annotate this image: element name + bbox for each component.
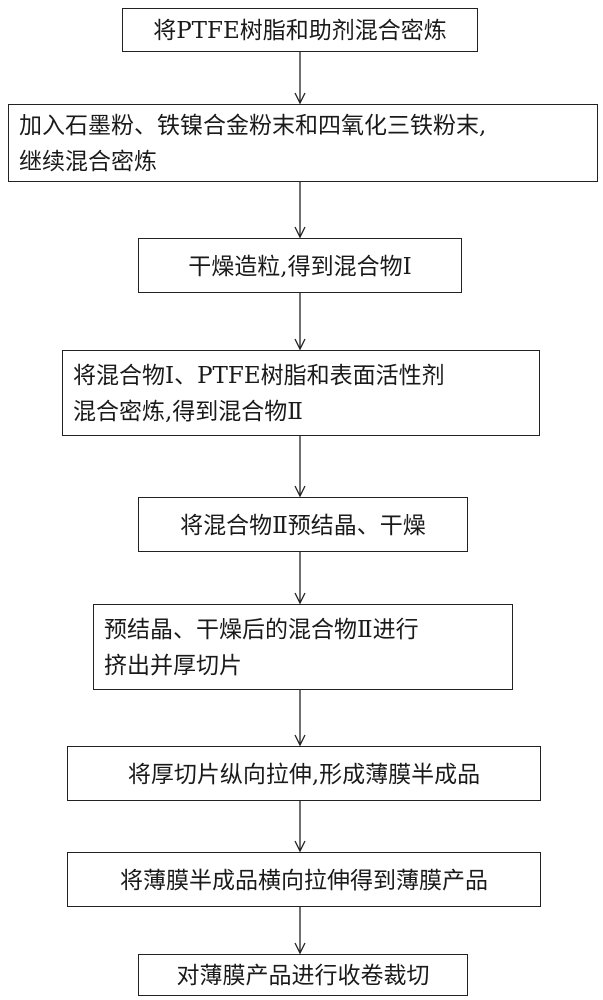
step-7-text: 将厚切片纵向拉伸,形成薄膜半成品 bbox=[78, 757, 530, 793]
step-3-box: 干燥造粒,得到混合物Ⅰ bbox=[138, 238, 462, 293]
step-2-text-line-1: 加入石墨粉、铁镍合金粉末和四氧化三铁粉末, bbox=[19, 108, 587, 144]
step-8-text: 将薄膜半成品横向拉伸得到薄膜产品 bbox=[78, 863, 530, 899]
step-5-box: 将混合物Ⅱ预结晶、干燥 bbox=[138, 497, 468, 552]
step-4-text-line-2: 混合密炼,得到混合物Ⅱ bbox=[73, 394, 529, 430]
step-4-text-line-1: 将混合物Ⅰ、PTFE树脂和表面活性剂 bbox=[73, 358, 529, 394]
step-1-text: 将PTFE树脂和助剂混合密炼 bbox=[133, 13, 467, 49]
step-5-text: 将混合物Ⅱ预结晶、干燥 bbox=[149, 508, 457, 544]
step-8-box: 将薄膜半成品横向拉伸得到薄膜产品 bbox=[67, 852, 541, 907]
step-9-box: 对薄膜产品进行收卷裁切 bbox=[138, 954, 468, 996]
step-2-text-line-2: 继续混合密炼 bbox=[19, 144, 587, 180]
step-7-box: 将厚切片纵向拉伸,形成薄膜半成品 bbox=[67, 746, 541, 801]
step-6-text-line-2: 挤出并厚切片 bbox=[104, 648, 502, 684]
step-4-box: 将混合物Ⅰ、PTFE树脂和表面活性剂 混合密炼,得到混合物Ⅱ bbox=[62, 350, 540, 436]
step-6-text-line-1: 预结晶、干燥后的混合物Ⅱ进行 bbox=[104, 612, 502, 648]
step-3-text: 干燥造粒,得到混合物Ⅰ bbox=[149, 249, 451, 285]
step-9-text: 对薄膜产品进行收卷裁切 bbox=[149, 958, 457, 994]
step-2-box: 加入石墨粉、铁镍合金粉末和四氧化三铁粉末, 继续混合密炼 bbox=[8, 104, 598, 182]
step-1-box: 将PTFE树脂和助剂混合密炼 bbox=[122, 8, 478, 52]
step-6-box: 预结晶、干燥后的混合物Ⅱ进行 挤出并厚切片 bbox=[93, 604, 513, 690]
